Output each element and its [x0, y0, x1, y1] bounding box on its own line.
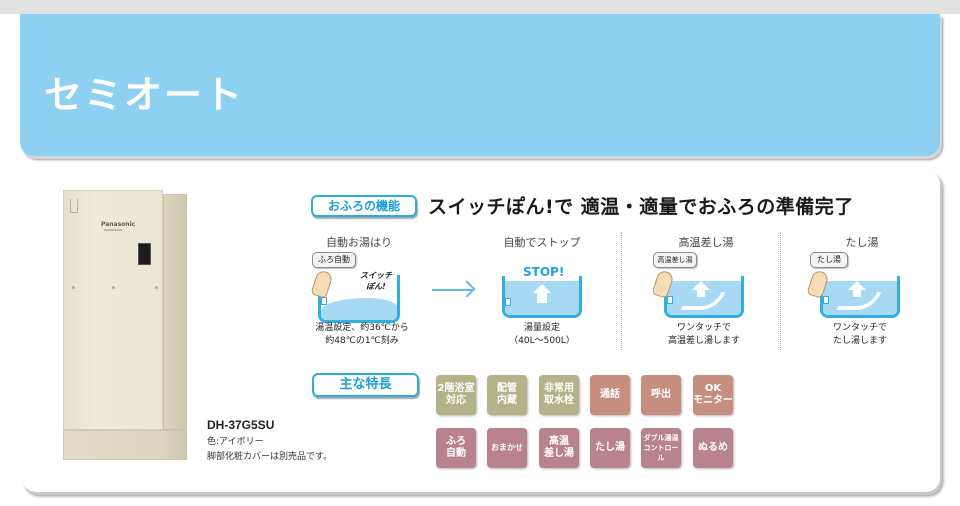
step-caption-auto-fill: 湯温設定、約36℃から 約48℃の1℃刻み [315, 323, 409, 346]
water-level [321, 298, 397, 320]
up-arrow-stem [853, 290, 861, 297]
step-caption-hot-add: ワンタッチで 高温差し湯します [667, 323, 740, 346]
heater-side [163, 194, 187, 430]
stop-label: STOP! [523, 265, 565, 279]
step-divider [621, 232, 622, 350]
add-water-button-illustration: たし湯 [810, 252, 848, 268]
heater-body: Panasonic [63, 190, 163, 430]
up-arrow-icon [692, 281, 710, 290]
bathtub-auto-fill [318, 275, 400, 323]
up-arrow-stem [537, 293, 547, 303]
feature-tile-intercom: 通話 [590, 375, 630, 415]
furo-auto-button-illustration: ふろ自動 [312, 252, 356, 268]
model-color: 色:アイボリー [207, 437, 264, 447]
feature-tile-add-water: たし湯 [590, 428, 630, 468]
step-title-hot-add: 高温差し湯 [678, 236, 734, 249]
feature-tile-call: 呼出 [641, 375, 681, 415]
overflow-port [823, 296, 829, 304]
top-bar [0, 0, 960, 14]
heater-base [63, 430, 187, 460]
switch-callout: スイッチ ぽん! [360, 271, 392, 291]
feature-tile-ok-monitor: OK モニター [693, 375, 733, 415]
feature-tile-lukewarm: ぬるめ [693, 428, 733, 468]
header-banner: セミオート [20, 14, 940, 156]
bath-function-headline: スイッチぽん!で 適温・適量でおふろの準備完了 [428, 196, 854, 218]
bath-function-chip: おふろの機能 [311, 195, 417, 217]
up-arrow-stem [697, 290, 705, 297]
heater-hook [70, 199, 78, 213]
feature-tile-double-temp-control: ダブル湯温 コントロール [641, 428, 681, 468]
model-number: DH-37G5SU [207, 418, 275, 432]
overflow-port [321, 297, 327, 305]
step-caption-add-water: ワンタッチで たし湯します [832, 323, 887, 346]
up-arrow-icon [533, 284, 551, 293]
water-heater-image: Panasonic [63, 190, 193, 460]
step-title-auto-stop: 自動でストップ [503, 236, 581, 249]
up-arrow-icon [848, 281, 866, 290]
features-chip: 主な特長 [312, 373, 419, 397]
screw-icon [112, 286, 115, 289]
screw-icon [155, 286, 158, 289]
arrow-right-icon [432, 289, 472, 291]
feature-tile-bath-auto: ふろ 自動 [436, 428, 476, 468]
feature-tile-2f-bathroom: 2階浴室 対応 [436, 375, 476, 415]
feature-tile-emergency-tap: 非常用 取水栓 [539, 375, 579, 415]
screw-icon [72, 286, 75, 289]
feature-tile-built-in-piping: 配管 内蔵 [487, 375, 527, 415]
model-note: 脚部化粧カバーは別売品です。 [207, 452, 333, 462]
control-panel [138, 243, 151, 265]
step-title-auto-fill: 自動お湯はり [326, 236, 392, 249]
overflow-port [667, 296, 673, 304]
feature-tile-hot-add: 高温 差し湯 [539, 428, 579, 468]
page-title: セミオート [44, 73, 245, 117]
step-title-add-water: たし湯 [845, 236, 879, 249]
step-caption-auto-stop: 湯量設定 （40L～500L） [509, 323, 575, 346]
overflow-port [505, 298, 511, 306]
feature-tile-omakase: おまかせ [487, 428, 527, 468]
brand-sub-mark [104, 229, 122, 231]
step-divider [780, 232, 781, 350]
brand-logo: Panasonic [101, 221, 136, 228]
hot-add-button-illustration: 高温差し湯 [653, 252, 697, 268]
